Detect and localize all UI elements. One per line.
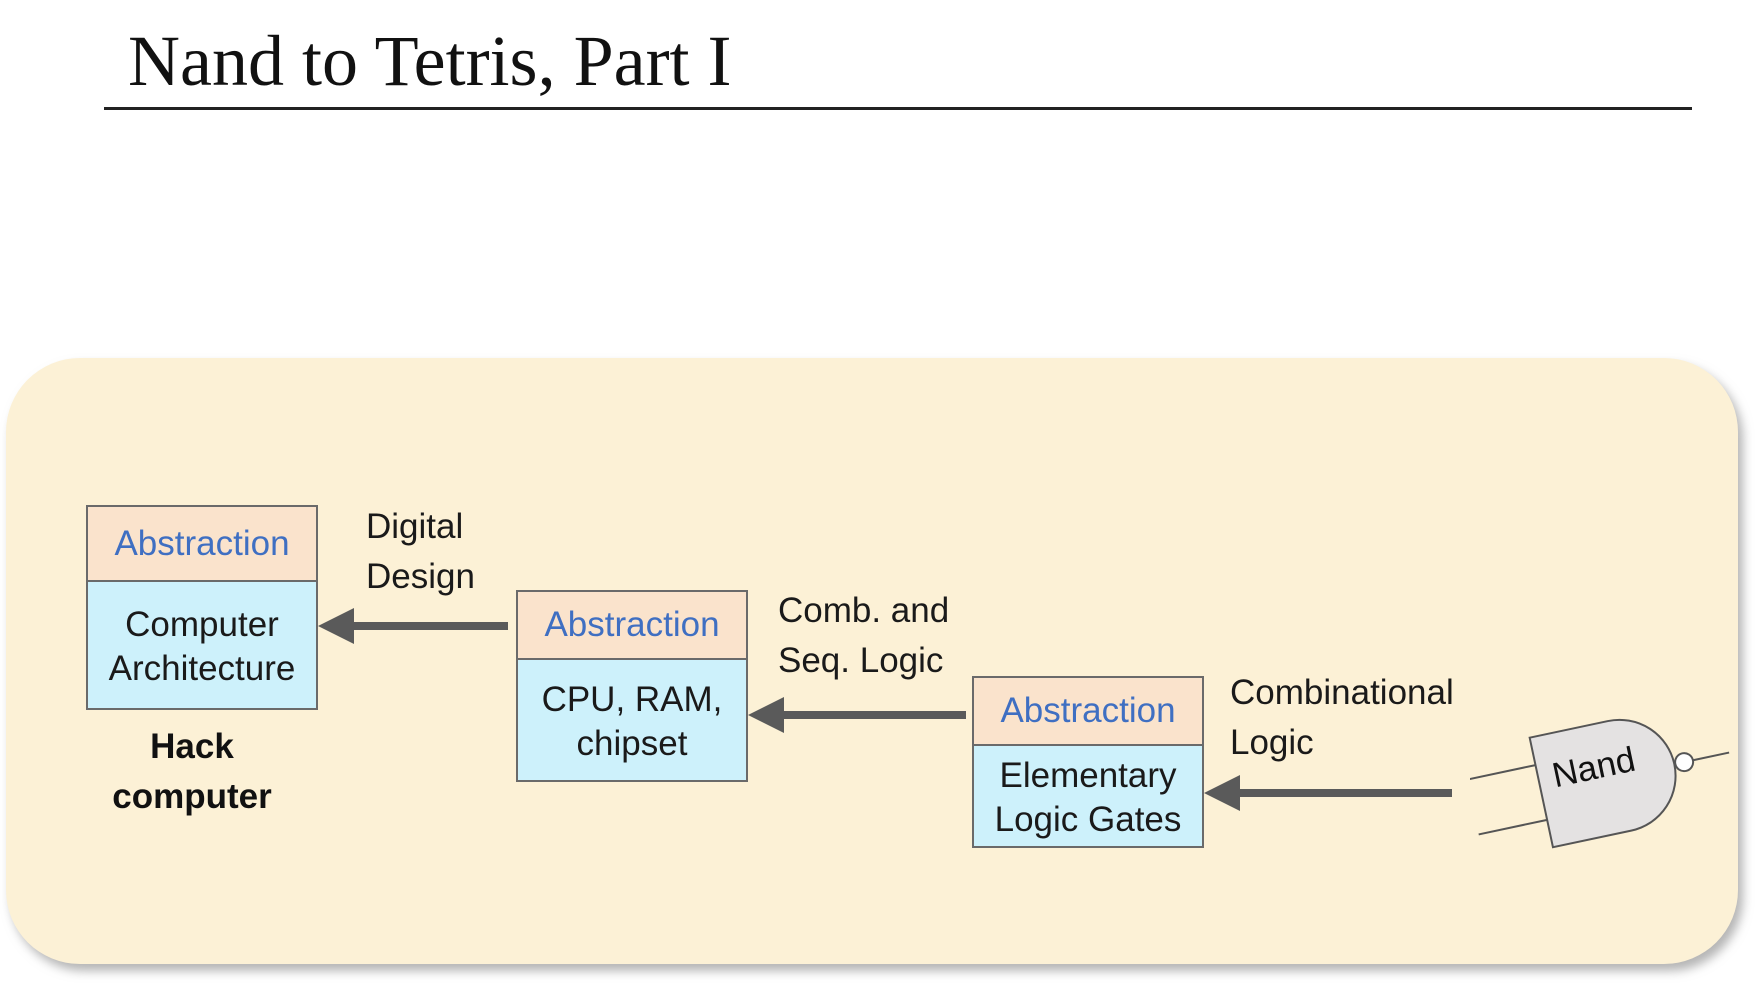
stage-body: CPU, RAM, chipset xyxy=(541,680,723,763)
transition-label-combinational-logic: Combinational Logic xyxy=(1230,673,1454,763)
arrow-left-icon xyxy=(318,608,508,644)
stage-header: Abstraction xyxy=(518,592,746,660)
nand-gate-icon xyxy=(1470,718,1730,849)
stage-body: Computer Architecture xyxy=(108,605,296,688)
stage-box-elementary-logic-gates: Abstraction Elementary Logic Gates xyxy=(972,676,1204,848)
transition-label-digital-design: Digital Design xyxy=(366,507,475,597)
transition-label-comb-seq-logic: Comb. and Seq. Logic xyxy=(778,591,950,681)
stage-box-cpu-ram-chipset: Abstraction CPU, RAM, chipset xyxy=(516,590,748,782)
stage-box-computer-architecture: Abstraction Computer Architecture xyxy=(86,505,318,710)
stage-body: Elementary Logic Gates xyxy=(994,756,1182,839)
stage-header: Abstraction xyxy=(974,678,1202,746)
arrow-left-icon xyxy=(1204,775,1452,811)
stage-header: Abstraction xyxy=(88,507,316,582)
slide-title: Nand to Tetris, Part I xyxy=(128,21,732,101)
hack-computer-caption: Hack computer xyxy=(112,727,272,817)
title-divider xyxy=(104,107,1692,110)
arrow-left-icon xyxy=(748,697,966,733)
